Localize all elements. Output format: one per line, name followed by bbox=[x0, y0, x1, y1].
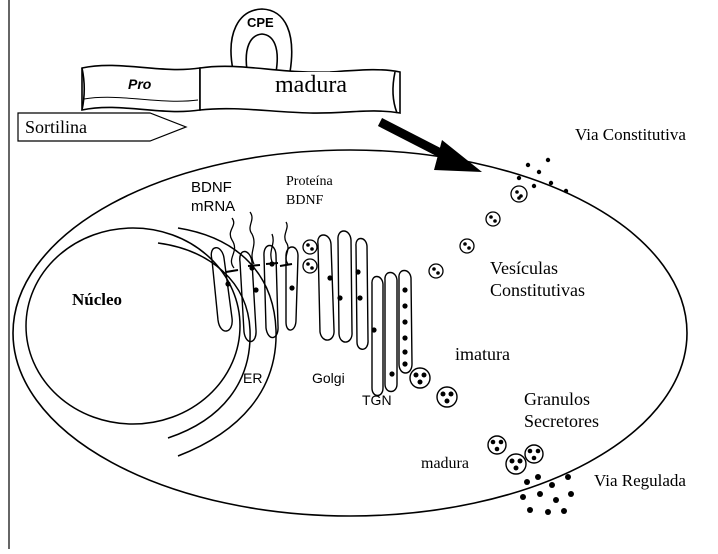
immature-granule-label: imatura bbox=[455, 344, 510, 365]
export-arrow bbox=[380, 122, 482, 172]
bdnf-mrna-label-line2: mRNA bbox=[191, 198, 235, 215]
er-label: ER bbox=[243, 370, 262, 386]
mature-protein-label: madura bbox=[265, 72, 357, 100]
er-cisternae bbox=[211, 246, 298, 342]
golgi-vesicles bbox=[303, 240, 317, 273]
bdnf-mrna-strands bbox=[226, 212, 292, 272]
sortilin-label: Sortilina bbox=[25, 117, 87, 138]
constitutive-vesicles-label-line2: Constitutivas bbox=[490, 280, 589, 301]
regulated-route-label: Via Regulada bbox=[594, 471, 686, 491]
tgn-label: TGN bbox=[362, 392, 392, 408]
cell-membrane bbox=[13, 150, 687, 516]
protein-bdnf-label-line1: Proteína bbox=[286, 174, 333, 190]
regulated-release-dots bbox=[520, 474, 574, 515]
nucleus-label: Núcleo bbox=[72, 290, 122, 310]
nucleus-shape bbox=[26, 228, 276, 456]
secretory-granules-label-line1: Granulos bbox=[524, 389, 594, 410]
protein-bdnf-label-line2: BDNF bbox=[286, 193, 323, 209]
cpe-label: CPE bbox=[247, 16, 274, 31]
pro-label: Pro bbox=[128, 76, 151, 92]
golgi-label: Golgi bbox=[312, 370, 345, 386]
constitutive-vesicles-label-line1: Vesículas bbox=[490, 258, 562, 279]
golgi-stacks bbox=[318, 231, 368, 349]
bdnf-mrna-label-line1: BDNF bbox=[191, 179, 232, 196]
mature-granule-label: madura bbox=[421, 455, 469, 473]
secretory-granules-label-line2: Secretores bbox=[524, 411, 603, 432]
constitutive-route-label: Via Constitutiva bbox=[575, 125, 686, 145]
